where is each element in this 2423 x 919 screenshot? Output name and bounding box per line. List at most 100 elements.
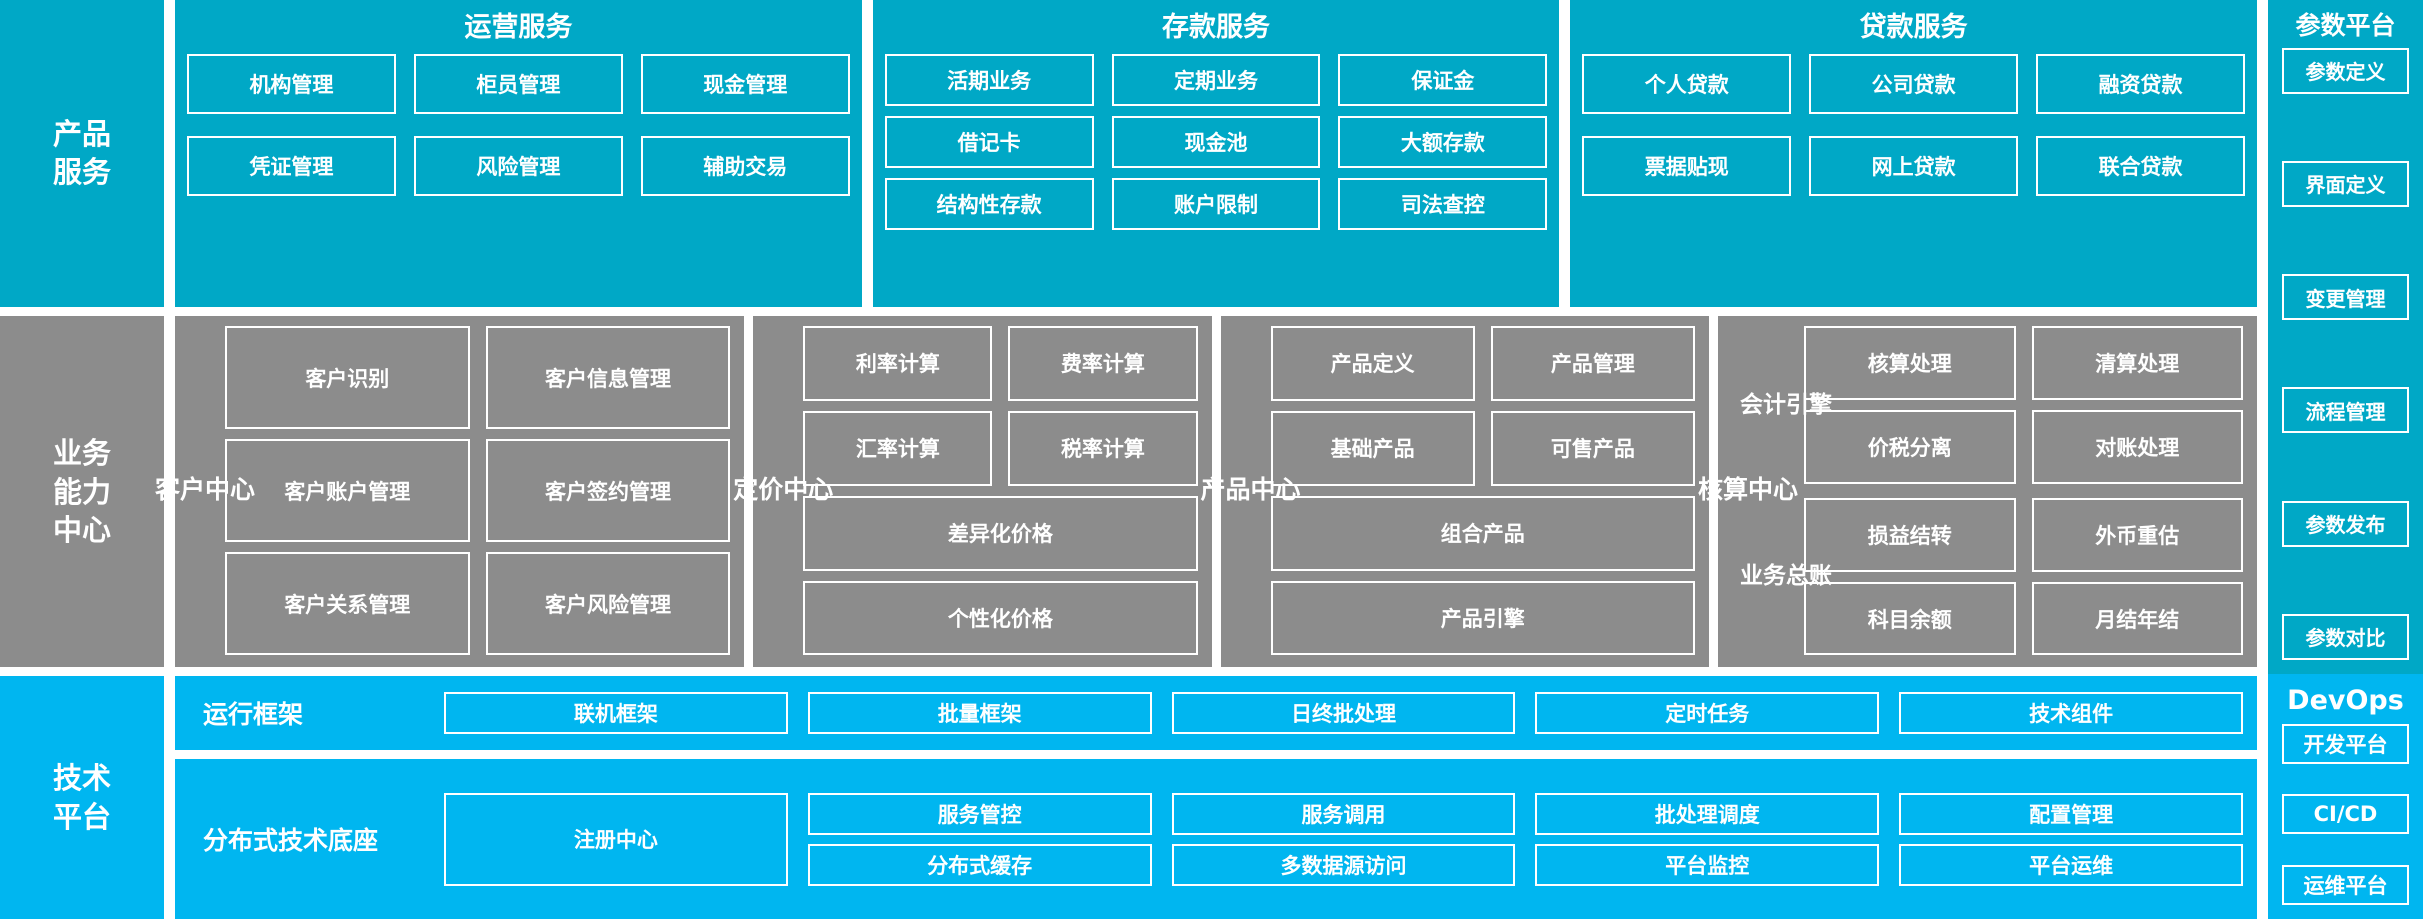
capability-cell[interactable]: 客户信息管理 xyxy=(485,325,731,430)
service-cell[interactable]: 借记卡 xyxy=(884,116,1094,169)
layer-label-product-service-text: 产品服务 xyxy=(52,117,111,190)
devops-item[interactable]: 开发平台 xyxy=(2282,723,2409,764)
center-row: 差异化价格 xyxy=(803,495,1198,571)
group-cells-operation-services: 机构管理 柜员管理 现金管理 凭证管理 风险管理 辅助交易 xyxy=(187,54,850,297)
param-platform-item[interactable]: 参数发布 xyxy=(2282,500,2409,547)
accounting-cell[interactable]: 核算处理 xyxy=(1804,325,2016,400)
service-cell[interactable]: 凭证管理 xyxy=(187,136,396,197)
accounting-cell[interactable]: 月结年结 xyxy=(2031,581,2243,656)
capability-cell[interactable]: 产品引擎 xyxy=(1270,580,1695,656)
capability-cell[interactable]: 基础产品 xyxy=(1270,410,1475,486)
service-cell[interactable]: 联合贷款 xyxy=(2036,136,2246,197)
devops-rail: DevOps 开发平台 CI/CD 运维平台 xyxy=(2268,674,2423,919)
tech-row-label-runtime-framework: 运行框架 xyxy=(203,700,304,730)
tech-cell[interactable]: 分布式缓存 xyxy=(807,843,1152,886)
center-row: 客户识别 客户信息管理 xyxy=(225,325,731,430)
devops-item[interactable]: CI/CD xyxy=(2282,794,2409,835)
center-label-product: 产品中心 xyxy=(1200,475,1301,505)
capability-cell[interactable]: 客户签约管理 xyxy=(485,439,731,543)
service-cell[interactable]: 结构性存款 xyxy=(884,178,1094,231)
group-deposit-services: 存款服务 活期业务 定期业务 保证金 借记卡 现金池 大额存款 结构性存款 账户… xyxy=(872,0,1560,307)
service-cell[interactable]: 定期业务 xyxy=(1111,54,1321,107)
center-body-product: 产品定义 产品管理 基础产品 可售产品 组合产品 产品引擎 xyxy=(1270,325,1695,656)
layer-label-product-service: 产品服务 xyxy=(0,0,164,307)
center-label-pricing: 定价中心 xyxy=(733,475,834,505)
service-cell[interactable]: 保证金 xyxy=(1338,54,1548,107)
tech-row-cells-runtime-framework: 联机框架 批量框架 日终批处理 定时任务 技术组件 xyxy=(444,692,2243,735)
service-cell[interactable]: 个人贷款 xyxy=(1582,54,1792,115)
service-cell[interactable]: 网上贷款 xyxy=(1809,136,2019,197)
tech-row-distributed-base: 分布式技术底座 注册中心 服务管控 服务调用 批处理调度 配置管理 分布式缓存 … xyxy=(175,759,2257,919)
service-cell[interactable]: 大额存款 xyxy=(1338,116,1548,169)
accounting-cell[interactable]: 清算处理 xyxy=(2031,325,2243,400)
service-cell[interactable]: 现金管理 xyxy=(640,54,850,115)
center-body-pricing: 利率计算 费率计算 汇率计算 税率计算 差异化价格 个性化价格 xyxy=(803,325,1198,656)
param-platform-item[interactable]: 流程管理 xyxy=(2282,387,2409,434)
accounting-sub-label-ledger: 业务总账 xyxy=(1740,563,1832,590)
tech-cell[interactable]: 批量框架 xyxy=(807,692,1152,735)
tech-cell[interactable]: 平台运维 xyxy=(1899,843,2243,886)
capability-cell[interactable]: 产品定义 xyxy=(1270,325,1475,401)
accounting-cell[interactable]: 价税分离 xyxy=(1804,409,2016,484)
capability-cell[interactable]: 税率计算 xyxy=(1008,410,1198,486)
accounting-cell[interactable]: 科目余额 xyxy=(1804,581,2016,656)
group-cells-deposit-services: 活期业务 定期业务 保证金 借记卡 现金池 大额存款 结构性存款 账户限制 司法… xyxy=(884,54,1548,297)
tech-cell[interactable]: 日终批处理 xyxy=(1171,692,1516,735)
tech-cell-registry[interactable]: 注册中心 xyxy=(444,792,788,886)
accounting-cell[interactable]: 对账处理 xyxy=(2031,409,2243,484)
center-body-accounting: 会计引擎 核算处理 清算处理 价税分离 对账处理 业务总账 损益结转 外币重估 xyxy=(1740,325,2243,656)
param-platform-item[interactable]: 参数定义 xyxy=(2282,47,2409,94)
capability-cell[interactable]: 客户账户管理 xyxy=(225,439,470,543)
capability-cell[interactable]: 客户关系管理 xyxy=(225,552,470,656)
capability-cell[interactable]: 可售产品 xyxy=(1490,410,1695,486)
tech-cell[interactable]: 平台监控 xyxy=(1535,843,1880,886)
center-label-accounting: 核算中心 xyxy=(1697,475,1799,505)
capability-centers: 客户中心 客户识别 客户信息管理 客户账户管理 客户签约管理 客户关系管理 客户… xyxy=(155,315,2423,668)
service-cell[interactable]: 司法查控 xyxy=(1338,178,1548,231)
accounting-block-ledger: 业务总账 损益结转 外币重估 科目余额 月结年结 xyxy=(1740,497,2243,656)
capability-cell[interactable]: 客户风险管理 xyxy=(485,552,731,656)
tech-cell[interactable]: 服务管控 xyxy=(807,792,1152,835)
service-cell[interactable]: 票据贴现 xyxy=(1582,136,1792,197)
param-platform-item[interactable]: 变更管理 xyxy=(2282,274,2409,321)
service-cell[interactable]: 现金池 xyxy=(1111,116,1321,169)
center-body-customer: 客户识别 客户信息管理 客户账户管理 客户签约管理 客户关系管理 客户风险管理 xyxy=(225,325,731,656)
accounting-cells-ledger: 损益结转 外币重估 科目余额 月结年结 xyxy=(1804,497,2243,656)
service-cell[interactable]: 辅助交易 xyxy=(640,136,850,197)
tech-cell[interactable]: 配置管理 xyxy=(1899,792,2243,835)
service-cell[interactable]: 机构管理 xyxy=(187,54,396,115)
center-row: 产品引擎 xyxy=(1270,580,1695,656)
capability-cell[interactable]: 客户识别 xyxy=(225,325,470,430)
service-cell[interactable]: 活期业务 xyxy=(884,54,1094,107)
service-cell[interactable]: 公司贷款 xyxy=(1809,54,2019,115)
service-cell[interactable]: 融资贷款 xyxy=(2036,54,2246,115)
capability-cell[interactable]: 差异化价格 xyxy=(803,495,1198,571)
product-service-groups: 运营服务 机构管理 柜员管理 现金管理 凭证管理 风险管理 辅助交易 存款服务 … xyxy=(175,0,2423,307)
tech-cell[interactable]: 定时任务 xyxy=(1535,692,1880,735)
capability-cell[interactable]: 费率计算 xyxy=(1008,325,1198,401)
tech-cell[interactable]: 批处理调度 xyxy=(1535,792,1880,835)
accounting-cell[interactable]: 外币重估 xyxy=(2031,497,2243,572)
service-cell[interactable]: 风险管理 xyxy=(413,136,623,197)
capability-cell[interactable]: 利率计算 xyxy=(803,325,993,401)
service-cell[interactable]: 账户限制 xyxy=(1111,178,1321,231)
service-cell[interactable]: 柜员管理 xyxy=(413,54,623,115)
capability-cell[interactable]: 组合产品 xyxy=(1270,495,1695,571)
tech-cell[interactable]: 多数据源访问 xyxy=(1171,843,1516,886)
param-platform-item[interactable]: 界面定义 xyxy=(2282,160,2409,207)
tech-cell[interactable]: 技术组件 xyxy=(1899,692,2243,735)
devops-item[interactable]: 运维平台 xyxy=(2282,865,2409,905)
center-row: 个性化价格 xyxy=(803,580,1198,656)
capability-cell[interactable]: 个性化价格 xyxy=(803,580,1198,656)
capability-cell[interactable]: 汇率计算 xyxy=(803,410,993,486)
param-platform-item[interactable]: 参数对比 xyxy=(2282,613,2409,660)
tech-row-label-distributed-base: 分布式技术底座 xyxy=(203,826,379,856)
accounting-cell[interactable]: 损益结转 xyxy=(1804,497,2016,572)
tech-cell[interactable]: 联机框架 xyxy=(444,692,788,735)
param-platform-rail: 参数平台 参数定义 界面定义 变更管理 流程管理 参数发布 参数对比 xyxy=(2268,0,2423,674)
tech-cell[interactable]: 服务调用 xyxy=(1171,792,1516,835)
capability-cell[interactable]: 产品管理 xyxy=(1490,325,1695,401)
center-product: 产品中心 产品定义 产品管理 基础产品 可售产品 组合产品 产品引擎 xyxy=(1200,315,1709,668)
center-customer: 客户中心 客户识别 客户信息管理 客户账户管理 客户签约管理 客户关系管理 客户… xyxy=(155,315,745,668)
group-cells-loan-services: 个人贷款 公司贷款 融资贷款 票据贴现 网上贷款 联合贷款 xyxy=(1582,54,2246,297)
